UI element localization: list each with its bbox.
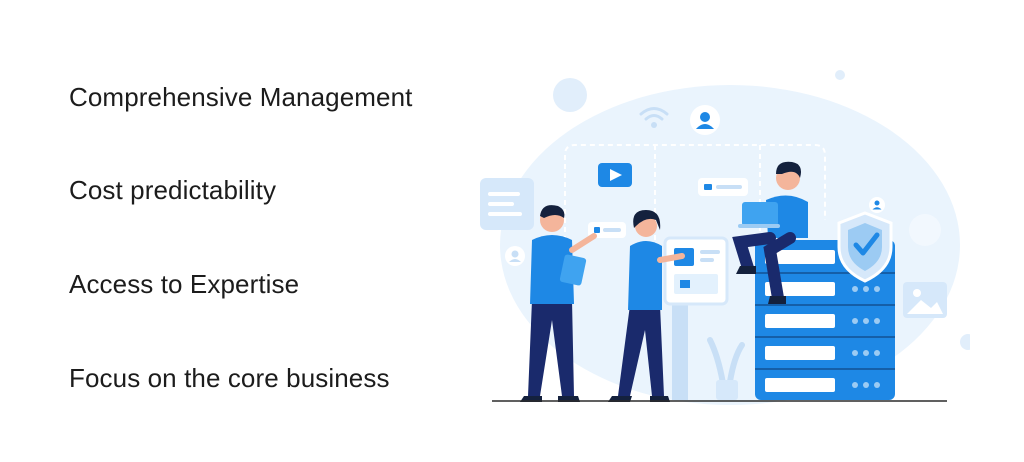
- message-bubble: [588, 222, 626, 238]
- illustration-svg: [480, 70, 970, 405]
- benefit-item-focus-on-core-business: Focus on the core business: [69, 363, 390, 393]
- benefit-item-comprehensive-management: Comprehensive Management: [69, 82, 413, 112]
- shield-check-icon: [837, 211, 893, 283]
- chat-panel: [480, 178, 534, 230]
- decor-bubble: [909, 214, 941, 246]
- benefit-item-access-to-expertise: Access to Expertise: [69, 269, 300, 299]
- person-at-kiosk: [608, 210, 685, 402]
- benefit-item-cost-predictability: Cost predictability: [69, 175, 277, 205]
- wifi-icon: [639, 107, 669, 128]
- decor-bubble: [553, 78, 587, 112]
- image-icon: [903, 282, 947, 318]
- message-bubble: [698, 178, 748, 196]
- user-icon: [505, 246, 525, 266]
- connection-line: [564, 144, 826, 250]
- decor-dot: [835, 70, 845, 80]
- benefits-list: Comprehensive Management Cost predictabi…: [0, 0, 440, 462]
- user-icon: [869, 197, 885, 213]
- play-icon: [598, 163, 632, 187]
- person-with-tablet: [520, 205, 597, 402]
- decor-dot: [960, 334, 970, 350]
- plant: [707, 337, 745, 400]
- person-with-laptop: [732, 161, 808, 304]
- it-services-illustration: [470, 60, 970, 410]
- user-icon: [690, 105, 720, 135]
